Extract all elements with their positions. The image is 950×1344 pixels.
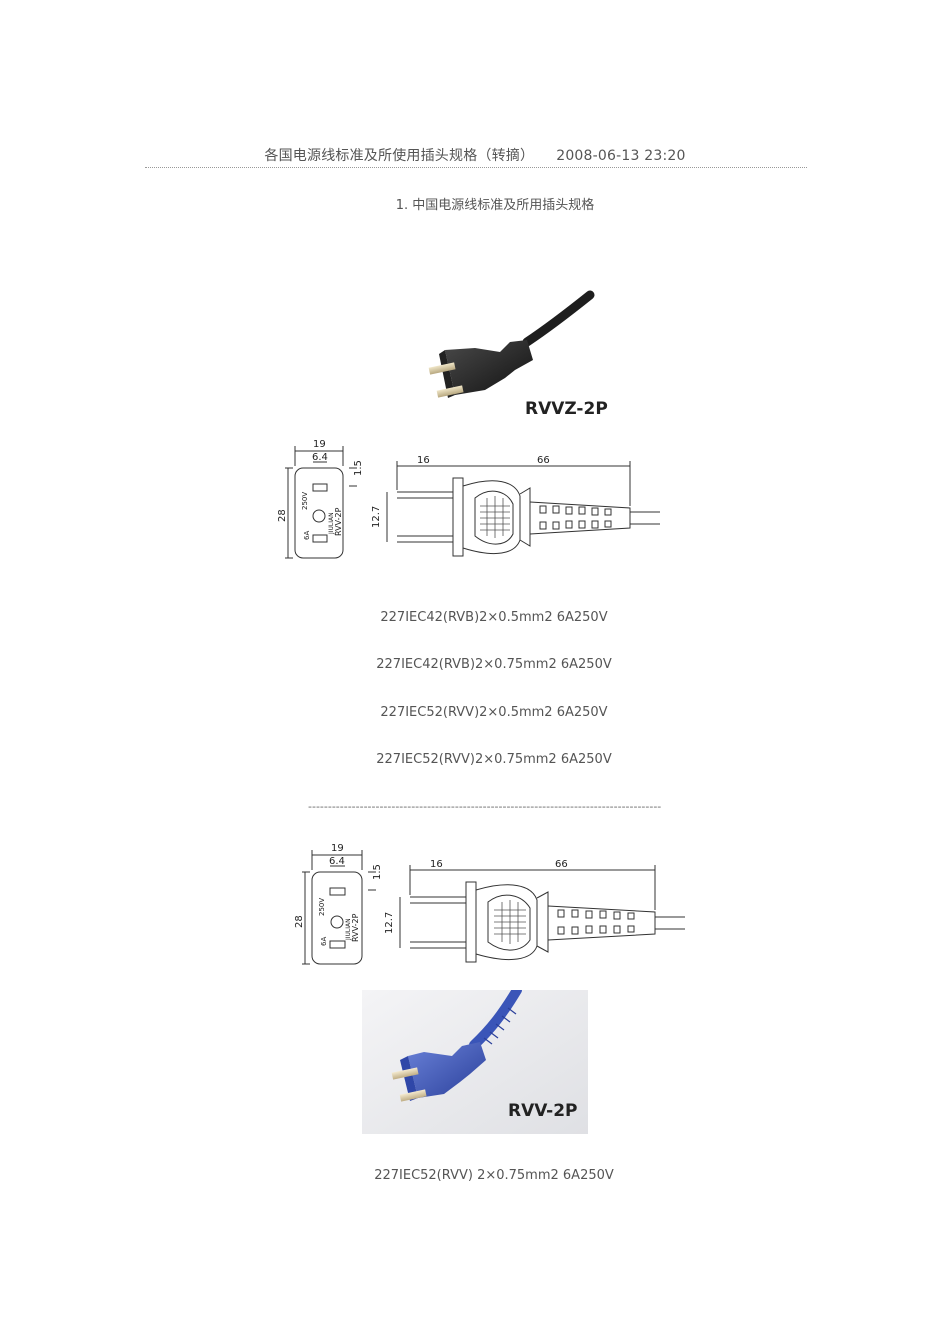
dim-width: 19 — [313, 439, 326, 450]
title-divider — [145, 167, 807, 168]
dim-body-len: 66 — [537, 455, 550, 466]
face-mark-amp: 6A — [320, 937, 328, 946]
plug-model-label-1: RVVZ-2P — [525, 399, 608, 419]
dim-thick: 1.5 — [353, 460, 364, 476]
spec-line: 227IEC52(RVV)2×0.5mm2 6A250V — [380, 705, 608, 720]
technical-drawing-1: 19 6.4 28 1.5 16 66 12.7 6A 250V JIULIAN… — [277, 439, 660, 559]
dim-body-len: 66 — [555, 859, 568, 870]
title-text: 各国电源线标准及所使用插头规格（转摘） — [264, 148, 535, 164]
dim-pin-gap: 6.4 — [312, 452, 328, 463]
dim-pin-span: 12.7 — [371, 506, 382, 528]
post-date: 2008-06-13 23:20 — [556, 148, 686, 164]
face-mark-volt: 250V — [301, 492, 309, 510]
dim-pin-span: 12.7 — [384, 912, 395, 934]
plug-model-label-2: RVV-2P — [508, 1101, 578, 1121]
face-mark-amp: 6A — [303, 531, 311, 540]
page-title: 各国电源线标准及所使用插头规格（转摘） 2008-06-13 23:20 — [0, 145, 950, 165]
dim-pin-len: 16 — [430, 859, 443, 870]
face-mark-model: RVV-2P — [351, 913, 360, 942]
section-heading: 1. 中国电源线标准及所用插头规格 — [395, 198, 595, 213]
face-mark-brand: JIULIAN — [328, 512, 335, 535]
technical-drawing-2: 19 6.4 28 1.5 16 66 12.7 6A 250V JIULIAN… — [294, 843, 685, 965]
dim-thick: 1.5 — [372, 864, 383, 880]
dim-pin-len: 16 — [417, 455, 430, 466]
plug-photo-blue: RVV-2P — [362, 990, 588, 1134]
plug-photo-black: RVVZ-2P — [428, 290, 608, 419]
spec-line: 227IEC52(RVV)2×0.75mm2 6A250V — [376, 752, 612, 767]
dashed-separator: ----------------------------------------… — [308, 800, 662, 813]
spec-line: 227IEC42(RVB)2×0.75mm2 6A250V — [376, 657, 612, 672]
dim-pin-gap: 6.4 — [329, 856, 345, 867]
dim-height: 28 — [277, 509, 288, 522]
dim-height: 28 — [294, 915, 305, 928]
spec-line: 227IEC52(RVV) 2×0.75mm2 6A250V — [374, 1168, 614, 1183]
spec-line: 227IEC42(RVB)2×0.5mm2 6A250V — [380, 610, 608, 625]
dim-width: 19 — [331, 843, 344, 854]
face-mark-model: RVV-2P — [334, 507, 343, 536]
face-mark-volt: 250V — [318, 898, 326, 916]
face-mark-brand: JIULIAN — [345, 918, 352, 941]
